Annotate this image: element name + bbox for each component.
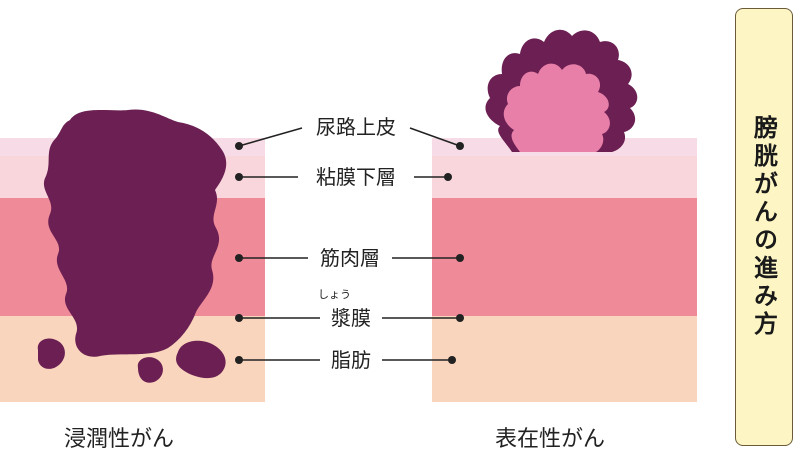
invasive-tumor-fragment <box>137 357 163 383</box>
caption-invasive: 浸潤性がん <box>64 427 175 452</box>
dot <box>444 173 452 181</box>
invasive-tumor-fragment <box>176 340 226 379</box>
right-layer-muscle <box>432 198 697 316</box>
diagram-title: 膀胱がんの進み方 <box>749 115 778 339</box>
dot <box>448 356 456 364</box>
superficial-tumor-inner <box>503 63 610 153</box>
right-layer-serosa-fat <box>432 316 697 402</box>
pointer-lines <box>238 127 461 361</box>
pointer-dots <box>235 142 464 364</box>
dot <box>235 254 243 262</box>
dot <box>456 254 464 262</box>
right-layer-submucosa <box>432 156 697 198</box>
dot <box>235 356 243 364</box>
title-box: 膀胱がんの進み方 <box>735 8 793 446</box>
label-muscle: 筋肉層 <box>314 245 386 271</box>
superficial-tumor <box>485 29 638 153</box>
invasive-tumor-mass <box>43 109 227 357</box>
invasive-tumor <box>37 109 227 383</box>
dot <box>456 142 464 150</box>
caption-superficial: 表在性がん <box>495 427 606 452</box>
invasive-tumor-fragment <box>37 338 65 369</box>
dot <box>235 314 243 322</box>
label-fat: 脂肪 <box>325 347 377 373</box>
ruby-serosa: しょう <box>318 288 351 301</box>
label-urothelium: 尿路上皮 <box>310 114 402 140</box>
dot <box>235 142 243 150</box>
dot <box>456 314 464 322</box>
right-wall <box>432 138 697 402</box>
label-submucosa: 粘膜下層 <box>310 164 402 190</box>
label-serosa: 漿膜 <box>325 305 377 331</box>
dot <box>235 173 243 181</box>
pointer-urothelium-right <box>409 127 461 147</box>
pointer-urothelium-left <box>238 127 303 147</box>
